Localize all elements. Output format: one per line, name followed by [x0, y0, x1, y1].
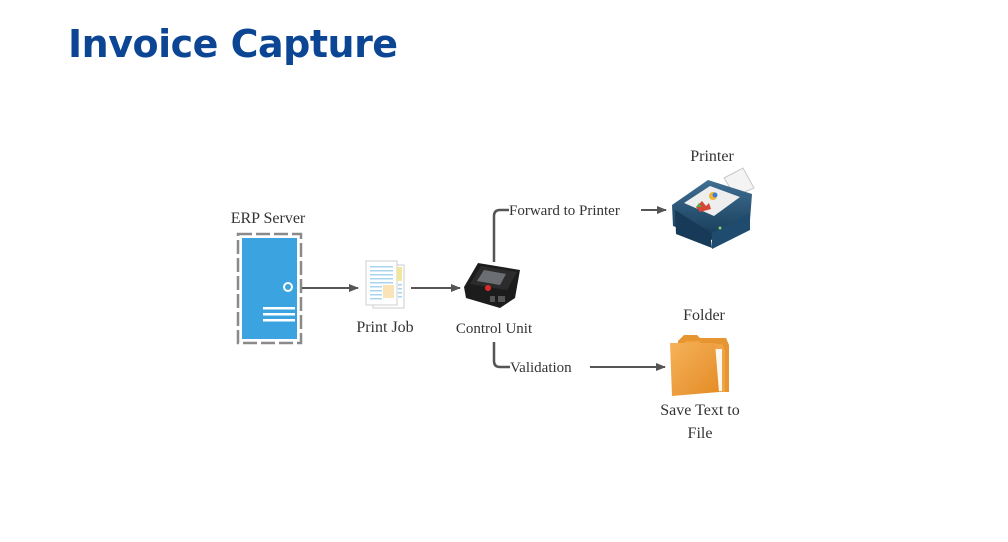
document-icon [365, 260, 405, 309]
edge-label-validation: Validation [510, 360, 572, 376]
edge-forward-to-printer: Forward to Printer [492, 203, 667, 262]
control-unit-label: Control Unit [456, 321, 533, 337]
folder-caption-line2: File [688, 425, 713, 442]
printer-icon [672, 167, 755, 249]
device-icon [464, 263, 520, 308]
folder-caption-line1: Save Text to [660, 402, 739, 419]
edge-label-forward: Forward to Printer [509, 203, 620, 219]
print-job-label: Print Job [356, 319, 413, 336]
folder-label: Folder [683, 307, 725, 324]
print-job-node: Print Job [356, 260, 414, 336]
edge-validation: Validation [492, 342, 666, 376]
folder-node: Folder Save Text to File [660, 307, 739, 442]
server-icon [236, 232, 303, 345]
slide-title: Invoice Capture [68, 22, 398, 66]
folder-icon [670, 335, 729, 396]
printer-label: Printer [690, 148, 734, 165]
erp-server-label: ERP Server [231, 210, 306, 227]
control-unit-node: Control Unit [456, 263, 533, 337]
erp-server-node: ERP Server [231, 210, 306, 345]
printer-node: Printer [672, 148, 755, 249]
